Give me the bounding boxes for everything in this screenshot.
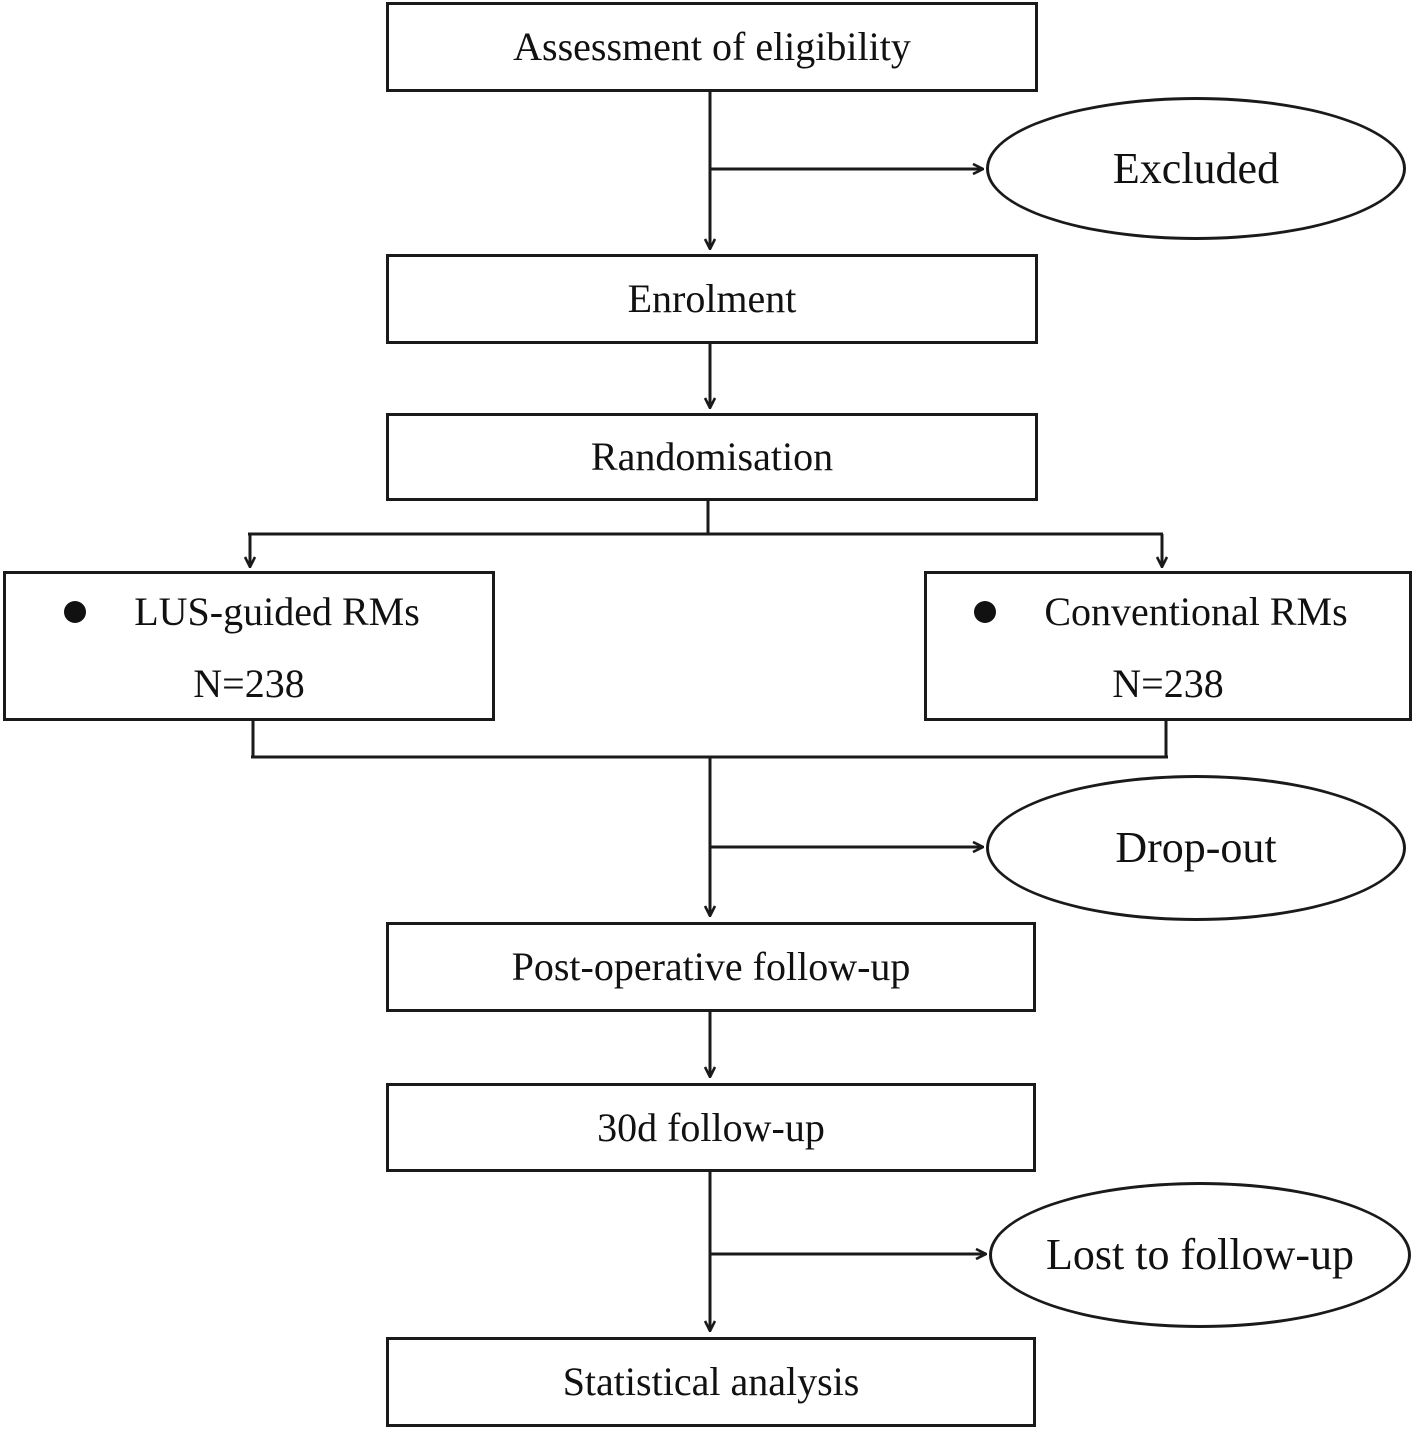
- conventional-arm-title: Conventional RMs: [974, 589, 1348, 634]
- excluded-ellipse: Excluded: [986, 97, 1406, 240]
- randomisation-box: Randomisation: [386, 413, 1038, 501]
- enrolment-label: Enrolment: [627, 276, 797, 321]
- analysis-box: Statistical analysis: [386, 1337, 1036, 1427]
- conventional-arm-box: Conventional RMs N=238: [924, 571, 1412, 721]
- conventional-arm-count: N=238: [1112, 661, 1224, 706]
- eligibility-label: Assessment of eligibility: [513, 24, 911, 69]
- enrolment-box: Enrolment: [386, 254, 1038, 344]
- bullet-icon: [974, 601, 997, 623]
- eligibility-box: Assessment of eligibility: [386, 2, 1038, 92]
- bullet-icon: [64, 601, 87, 623]
- analysis-label: Statistical analysis: [562, 1359, 860, 1404]
- conventional-arm-label: Conventional RMs: [1044, 589, 1348, 634]
- postop-label: Post-operative follow-up: [511, 944, 911, 989]
- followup30-box: 30d follow-up: [386, 1083, 1036, 1172]
- lost-label: Lost to follow-up: [1046, 1230, 1354, 1279]
- dropout-label: Drop-out: [1115, 823, 1277, 872]
- lus-arm-box: LUS-guided RMs N=238: [3, 571, 495, 721]
- postop-box: Post-operative follow-up: [386, 922, 1036, 1012]
- lost-ellipse: Lost to follow-up: [989, 1182, 1411, 1328]
- lus-arm-label: LUS-guided RMs: [134, 589, 420, 634]
- lus-arm-title: LUS-guided RMs: [64, 589, 420, 634]
- randomisation-label: Randomisation: [590, 434, 834, 479]
- lus-arm-count: N=238: [193, 661, 305, 706]
- excluded-label: Excluded: [1112, 143, 1280, 193]
- followup30-label: 30d follow-up: [597, 1104, 825, 1150]
- dropout-ellipse: Drop-out: [986, 775, 1406, 921]
